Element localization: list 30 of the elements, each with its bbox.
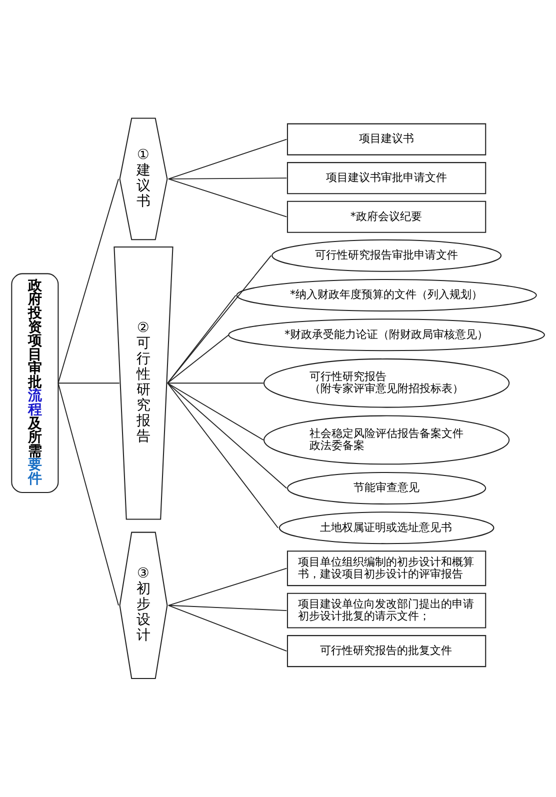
connector bbox=[167, 382, 264, 440]
connector bbox=[167, 334, 230, 384]
connector bbox=[167, 382, 288, 489]
connector bbox=[168, 604, 288, 612]
connector bbox=[167, 382, 264, 384]
connector bbox=[58, 382, 120, 384]
node-ellipse: *纳入财政年度预算的文件（列入规划） bbox=[236, 278, 537, 312]
connector bbox=[167, 294, 236, 384]
connector bbox=[167, 382, 278, 528]
connector bbox=[58, 382, 119, 606]
node-box: 项目建议书审批申请文件 bbox=[286, 162, 486, 194]
connector bbox=[168, 178, 288, 218]
node-box: 可行性研究报告的批复文件 bbox=[286, 635, 486, 668]
node-ellipse: 社会稳定风险评估报告备案文件 政法委备案 bbox=[263, 415, 510, 465]
node-ellipse: *财政承受能力论证（附财政局审核意见） bbox=[228, 318, 545, 352]
node-box: 政府投资项目审批流程及所需要件 bbox=[11, 273, 59, 494]
node-box: 项目单位组织编制的初步设计和概算书，建设项目初步设计的评审报告 bbox=[286, 550, 486, 586]
connector bbox=[168, 138, 288, 180]
node-ellipse: 可行性研究报告 （附专家评审意见附招投标表） bbox=[263, 358, 510, 408]
connector bbox=[58, 178, 119, 384]
connector bbox=[168, 604, 288, 652]
node-ellipse: 可行性研究报告审批申请文件 bbox=[272, 239, 502, 272]
node-box: 项目建议书 bbox=[286, 123, 486, 156]
connector bbox=[168, 568, 288, 606]
node-ellipse: 节能审查意见 bbox=[286, 472, 486, 504]
node-box: 项目建设单位向发改部门提出的申请初步设计批复的请示文件； bbox=[286, 592, 486, 628]
node-box: *政府会议纪要 bbox=[286, 200, 486, 233]
node-ellipse: 土地权属证明或选址意见书 bbox=[278, 512, 494, 544]
connector bbox=[168, 178, 288, 180]
connector bbox=[167, 255, 272, 384]
